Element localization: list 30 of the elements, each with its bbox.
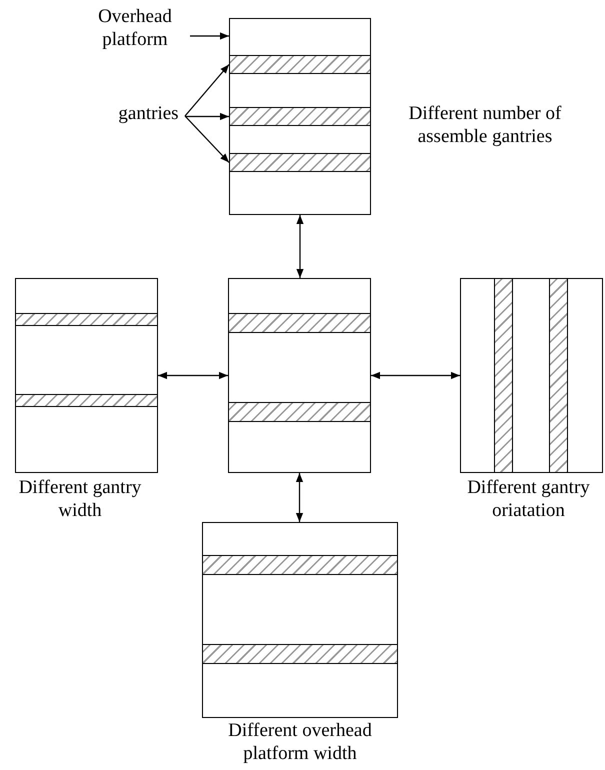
arrow <box>190 32 229 40</box>
arrow <box>184 64 230 116</box>
platform-box <box>229 18 371 215</box>
gantry-bar <box>229 55 371 74</box>
label-text: gantries <box>112 103 185 129</box>
gantry-bar <box>229 107 371 126</box>
caption-text: Different overhead platform width <box>227 720 373 766</box>
arrow <box>185 112 229 120</box>
gantry-bar <box>229 153 371 172</box>
arrow <box>296 473 304 522</box>
arrow <box>371 372 460 380</box>
gantry-bar <box>202 644 398 664</box>
gantry-bar <box>228 402 371 422</box>
gantry-bar <box>228 313 371 333</box>
gantry-bar <box>15 394 158 407</box>
arrow <box>158 372 228 380</box>
gantry-bar <box>494 278 513 473</box>
platform-box <box>228 278 371 473</box>
arrow <box>296 215 304 278</box>
caption-text: Different gantry width <box>18 477 142 523</box>
platform-box <box>202 522 398 718</box>
platform-box <box>15 278 158 473</box>
gantry-bar <box>202 555 398 575</box>
caption-text: Different gantry oriatation <box>466 477 591 523</box>
platform-box <box>460 278 603 473</box>
label-text: Overhead platform <box>80 6 190 54</box>
gantry-bar <box>15 313 158 326</box>
arrow <box>184 116 230 163</box>
gantry-bar <box>549 278 568 473</box>
caption-text: Different number of assemble gantries <box>408 103 562 149</box>
